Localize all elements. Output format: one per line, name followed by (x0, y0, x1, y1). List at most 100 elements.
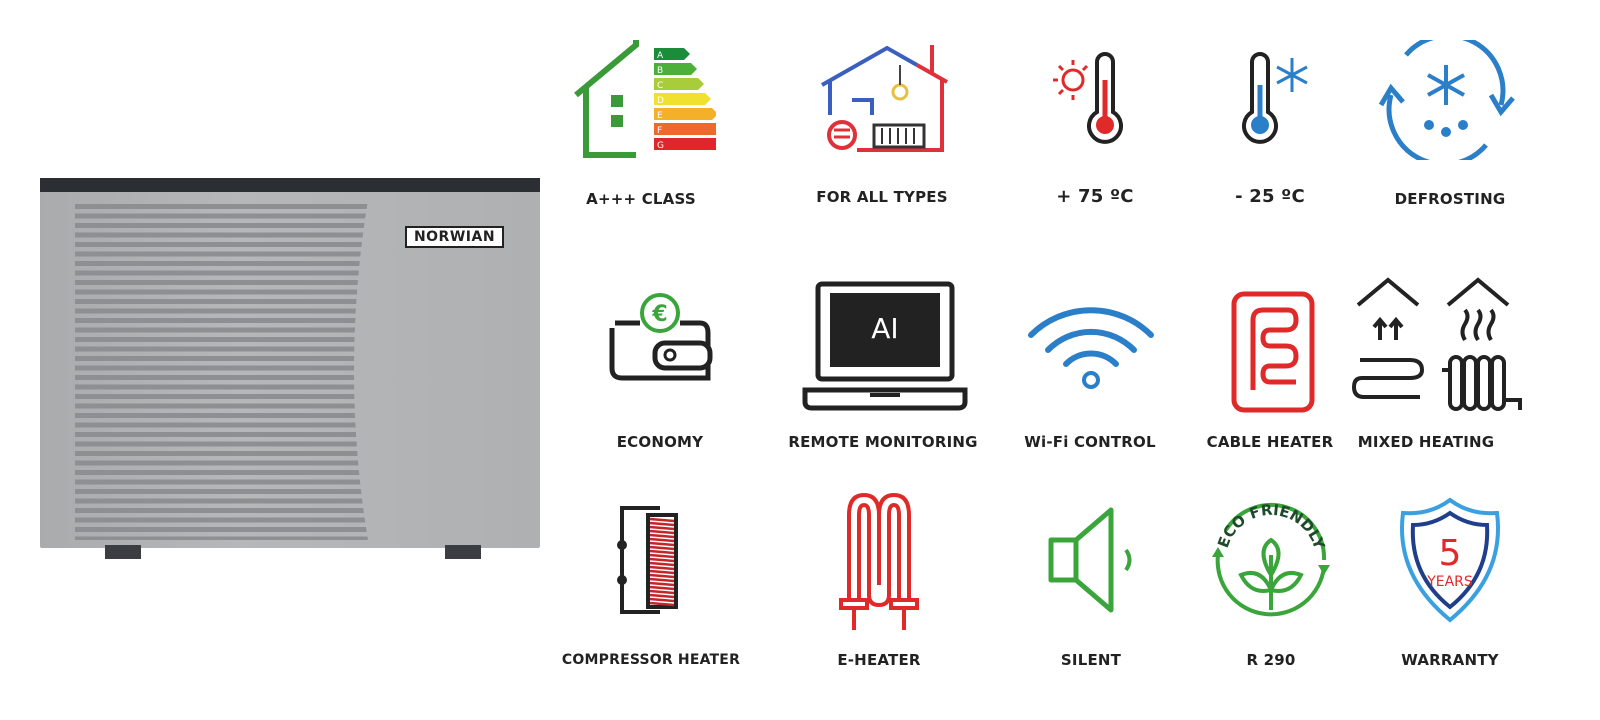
feature-label: Wi-Fi CONTROL (1024, 433, 1156, 451)
louver-slat (75, 441, 368, 447)
louver-slat (75, 479, 368, 485)
louver-slat (75, 280, 368, 285)
coil-wind (649, 517, 675, 523)
louver-slat (75, 527, 368, 532)
speaker-icon (1048, 507, 1132, 613)
energy-class-letter: D (657, 96, 664, 106)
coil-wind (649, 589, 675, 595)
unit-louver-grille (75, 204, 368, 540)
louver-slat (75, 223, 368, 228)
laptop-ai-icon (802, 281, 968, 411)
louver-slat (75, 394, 368, 399)
energy-class-bar (654, 48, 690, 60)
louver-slat (75, 242, 368, 247)
svg-text:ECO FRIENDLY: ECO FRIENDLY (1214, 501, 1329, 553)
coil-wind (649, 549, 675, 555)
coil-wind (649, 597, 675, 603)
coil-wind (649, 569, 675, 575)
feature-warranty: 5 YEARS (1340, 495, 1560, 625)
feature-defrost (1336, 40, 1556, 160)
louver-slat (75, 460, 368, 466)
feature-label: WARRANTY (1401, 651, 1499, 669)
louver-slat (75, 261, 368, 266)
louver-slat (75, 403, 368, 409)
feature-all-types (772, 40, 992, 160)
louver-slat (75, 356, 368, 361)
energy-class-letter: E (657, 111, 663, 121)
warranty-years-number: 5 (1439, 533, 1462, 574)
coil-wind (649, 525, 675, 531)
louver-slat (75, 413, 368, 418)
feature-label: FOR ALL TYPES (816, 188, 948, 206)
louver-slat (75, 232, 368, 238)
coil-wind (649, 573, 675, 579)
feature-high-temp (985, 50, 1205, 150)
unit-foot-left (105, 545, 141, 559)
coil-wind (649, 533, 675, 539)
coil-wind (649, 521, 675, 527)
e-heater-icon (839, 492, 919, 630)
louver-slat (75, 365, 368, 371)
brand-logo: NORWIAN (405, 226, 504, 248)
feature-remote-monitoring: AI (775, 280, 995, 415)
louver-slat (75, 517, 368, 523)
energy-class-bar (654, 138, 716, 150)
coil-wind (649, 585, 675, 591)
feature-label: + 75 ºC (1056, 186, 1134, 207)
defrost-cycle-icon (1378, 40, 1515, 160)
warranty-years-text: YEARS (1426, 574, 1473, 590)
coil-wind (649, 581, 675, 587)
feature-label: COMPRESSOR HEATER (561, 652, 741, 668)
energy-class-letter: F (657, 126, 662, 136)
feature-e-heater (769, 490, 989, 635)
compressor-heater-icon (617, 506, 678, 614)
feature-label: CABLE HEATER (1206, 433, 1334, 451)
feature-silent (981, 505, 1201, 615)
wifi-icon (1028, 307, 1154, 389)
feature-low-temp (1160, 50, 1380, 150)
energy-class-bar (654, 63, 697, 75)
coil-wind (649, 537, 675, 543)
unit-foot-right (445, 545, 481, 559)
mixed-heating-icon (1351, 277, 1522, 411)
energy-class-bar (654, 123, 716, 135)
louver-slat (75, 489, 368, 494)
feature-economy: € (550, 288, 770, 388)
louver-slat (75, 346, 368, 352)
coil-wind (649, 541, 675, 547)
feature-label: REMOTE MONITORING (788, 433, 978, 451)
louver-slat (75, 498, 368, 504)
coil-wind (649, 561, 675, 567)
feature-compressor-heater (540, 500, 760, 620)
feature-label: ECONOMY (616, 433, 704, 451)
unit-top-cap (40, 178, 540, 192)
feature-r290: ECO FRIENDLY (1161, 495, 1381, 625)
louver-slat (75, 204, 368, 209)
louver-slat (75, 308, 368, 314)
coil-wind (649, 545, 675, 551)
eco-friendly-icon: ECO FRIENDLY (1212, 501, 1330, 617)
energy-class-bar (654, 108, 716, 120)
energy-class-letter: A (657, 51, 664, 61)
hot-thermometer-icon (1053, 52, 1123, 144)
coil-wind (649, 601, 675, 607)
feature-cable-heater (1163, 290, 1383, 415)
energy-class-letter: B (657, 66, 663, 76)
svg-text:€: € (651, 302, 667, 327)
louver-slat (75, 299, 368, 304)
coil-wind (649, 529, 675, 535)
coil-wind (649, 565, 675, 571)
louver-slat (75, 327, 368, 333)
louver-slat (75, 451, 368, 456)
coil-wind (649, 577, 675, 583)
feature-label: DEFROSTING (1394, 190, 1506, 208)
louver-slat (75, 536, 368, 540)
coil-wind (649, 593, 675, 599)
laptop-screen-text: AI (871, 312, 899, 345)
feature-label: MIXED HEATING (1357, 433, 1495, 451)
louver-slat (75, 270, 368, 276)
feature-mixed-heating (1330, 275, 1550, 415)
louver-slat (75, 432, 368, 437)
